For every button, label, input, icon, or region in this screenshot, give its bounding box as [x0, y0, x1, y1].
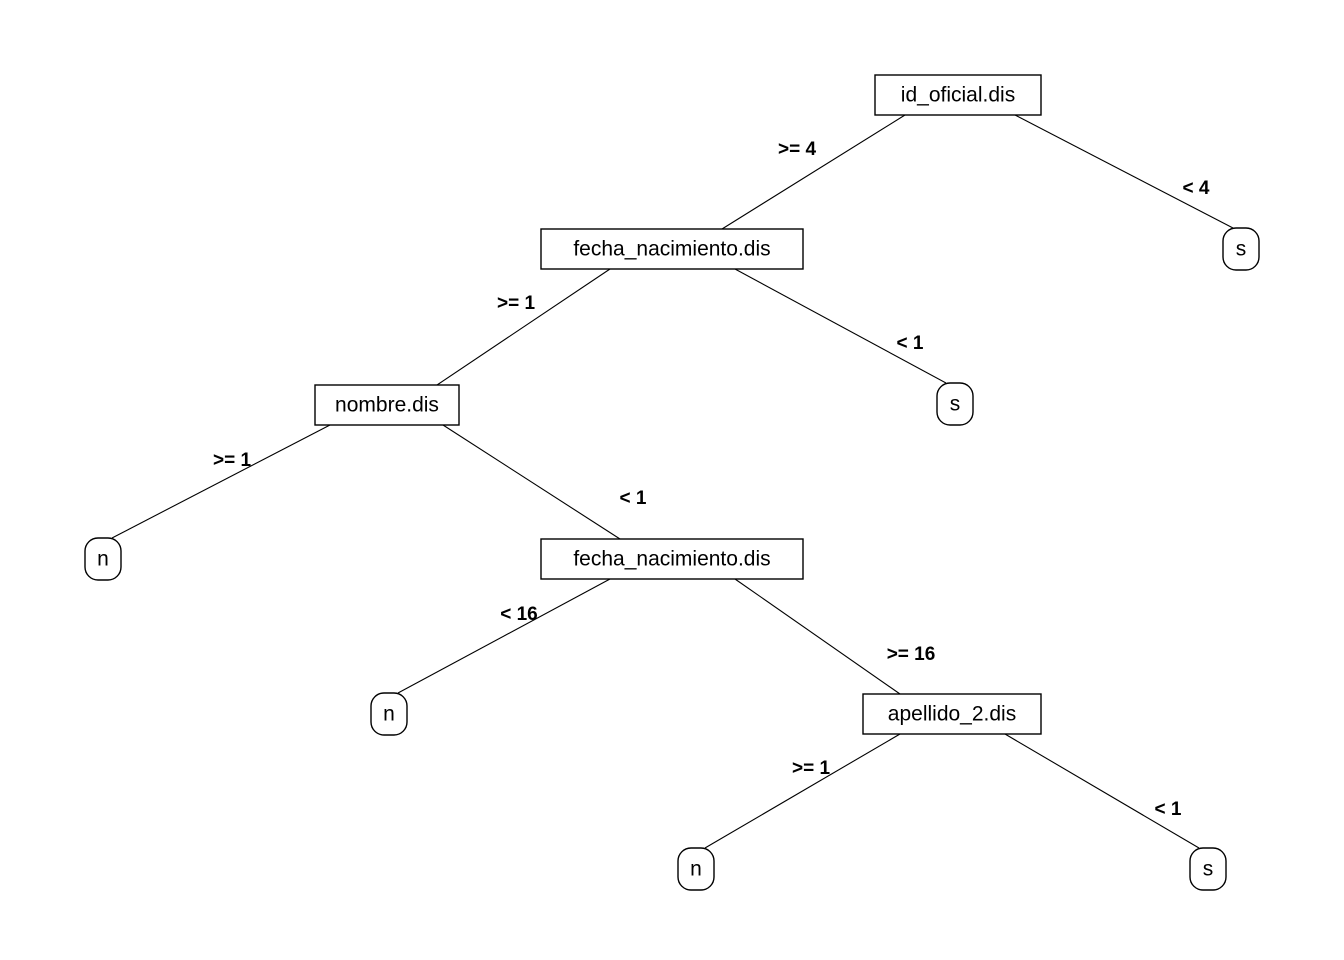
edge-condition-label: < 16	[500, 604, 538, 625]
edge-condition-label: < 1	[620, 488, 647, 509]
tree-split-node[interactable]: fecha_nacimiento.dis	[540, 228, 804, 270]
leaf-node-box	[1222, 227, 1260, 271]
split-node-box	[540, 228, 804, 270]
leaf-node-box	[1189, 847, 1227, 891]
nodes-layer: id_oficial.disfecha_nacimiento.disnombre…	[314, 74, 1042, 735]
tree-edge	[1014, 114, 1234, 229]
split-node-label: fecha_nacimiento.dis	[573, 548, 770, 571]
split-node-box	[862, 693, 1042, 735]
leaf-node-box	[84, 537, 122, 581]
leaf-node-box	[677, 847, 715, 891]
tree-split-node[interactable]: apellido_2.dis	[862, 693, 1042, 735]
edge-condition-label: >= 4	[778, 139, 816, 160]
edges-layer	[111, 114, 1234, 849]
leaf-node-box	[936, 382, 974, 426]
edge-labels-layer: >= 4 < 4 >= 1 < 1 >= 1 < 1 < 16 >= 16 >= 1 < 1	[213, 139, 1210, 820]
edge-condition-label: >= 16	[887, 644, 936, 665]
leaf-node-label: s	[950, 393, 961, 416]
tree-split-node[interactable]: fecha_nacimiento.dis	[540, 538, 804, 580]
split-node-box	[540, 538, 804, 580]
edge-condition-label: >= 1	[213, 450, 251, 471]
tree-leaf-node[interactable]: s	[1222, 227, 1260, 271]
tree-edge	[1004, 733, 1200, 849]
tree-split-node[interactable]: nombre.dis	[314, 384, 460, 426]
leaves-layer: s s n n n s	[84, 227, 1260, 891]
leaf-node-label: n	[383, 703, 395, 726]
tree-edge	[734, 268, 947, 384]
tree-split-node[interactable]: id_oficial.dis	[874, 74, 1042, 116]
split-node-label: fecha_nacimiento.dis	[573, 238, 770, 261]
edge-condition-label: >= 1	[497, 293, 535, 314]
leaf-node-label: s	[1236, 238, 1247, 261]
tree-edge	[111, 424, 331, 539]
split-node-box	[874, 74, 1042, 116]
leaf-node-label: n	[690, 858, 702, 881]
tree-edge	[397, 578, 611, 694]
tree-edge	[436, 268, 611, 386]
tree-leaf-node[interactable]: s	[936, 382, 974, 426]
edge-condition-label: < 4	[1183, 178, 1210, 199]
split-node-box	[314, 384, 460, 426]
tree-leaf-node[interactable]: n	[677, 847, 715, 891]
edge-condition-label: < 1	[897, 333, 924, 354]
leaf-node-label: s	[1203, 858, 1214, 881]
tree-edge	[721, 114, 906, 230]
tree-leaf-node[interactable]: n	[84, 537, 122, 581]
edge-condition-label: >= 1	[792, 758, 830, 779]
tree-edge	[734, 578, 901, 695]
edge-condition-label: < 1	[1155, 799, 1182, 820]
split-node-label: apellido_2.dis	[888, 703, 1016, 726]
tree-leaf-node[interactable]: s	[1189, 847, 1227, 891]
leaf-node-box	[370, 692, 408, 736]
split-node-label: id_oficial.dis	[901, 84, 1015, 107]
tree-leaf-node[interactable]: n	[370, 692, 408, 736]
split-node-label: nombre.dis	[335, 394, 439, 417]
leaf-node-label: n	[97, 548, 109, 571]
tree-edge	[442, 424, 621, 540]
tree-edge	[704, 733, 901, 849]
